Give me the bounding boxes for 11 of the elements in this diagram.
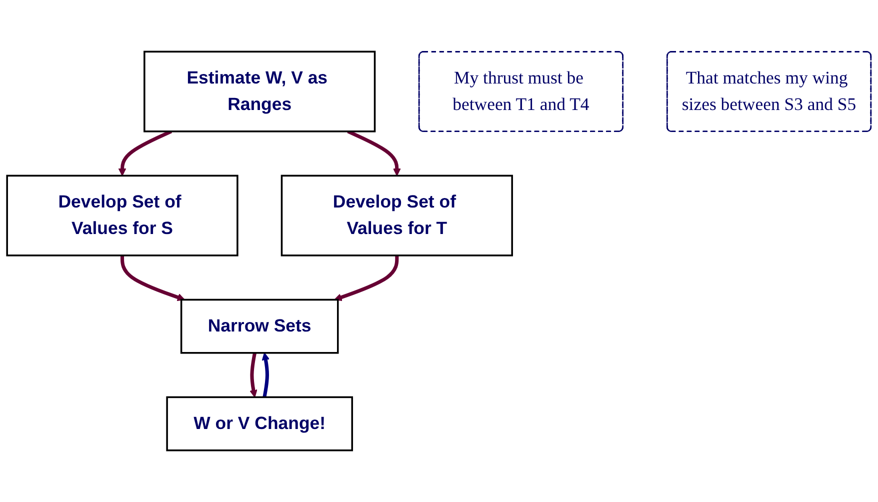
arrow <box>118 130 172 176</box>
node-box: Narrow Sets <box>180 298 339 354</box>
arrow <box>347 130 401 176</box>
arrow <box>262 352 270 398</box>
arrow <box>120 255 186 302</box>
node-box: Estimate W, V as Ranges <box>144 50 376 132</box>
node-box: Develop Set of Values for S <box>6 174 238 256</box>
arrow <box>334 255 399 302</box>
node-box: Develop Set of Values for T <box>280 174 513 256</box>
arrow <box>250 352 258 398</box>
node-box: W or V Change! <box>166 396 353 452</box>
